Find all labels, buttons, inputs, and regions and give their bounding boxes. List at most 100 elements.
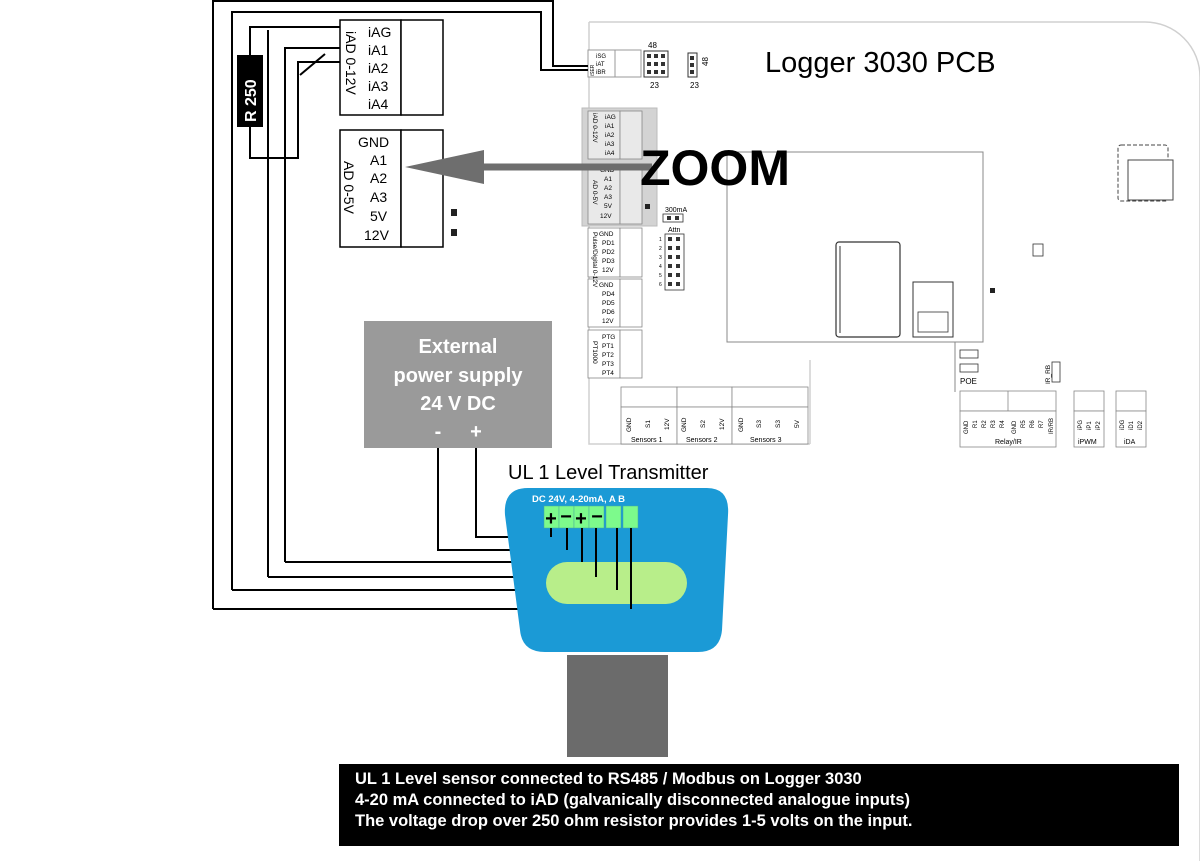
attn-num: 2 [659, 246, 662, 252]
sensor3-pin: GND [738, 417, 745, 432]
zoom-arrow-head [405, 150, 484, 184]
psu-line1: External [419, 336, 498, 358]
relay-group: Relay/IR [995, 439, 1022, 446]
relay-pin: R1 [973, 420, 979, 428]
ipwm-terminal [1073, 390, 1105, 412]
zoom-led-2 [451, 229, 457, 236]
terminal-wires [550, 528, 632, 609]
zoom-iad-1: iA1 [368, 42, 388, 58]
iad-small-terminal [619, 110, 643, 160]
iser-label-1: iAT [596, 62, 605, 68]
zoom-label: ZOOM [640, 140, 790, 196]
pulse-a-1: PD1 [602, 240, 615, 247]
zoom-ad-1: A1 [370, 152, 387, 168]
ad-small-4: 5V [604, 203, 613, 210]
current-label: 300mA [665, 207, 688, 214]
pulse-a-2: PD2 [602, 249, 615, 256]
ipwm-labels [1073, 410, 1105, 448]
iser-label-0: iSG [596, 54, 606, 60]
pcb-title: Logger 3030 PCB [765, 47, 996, 79]
sensor1-pin: S1 [645, 420, 652, 428]
zoom-ad-5: 12V [364, 227, 390, 243]
pulse-b-3: PD6 [602, 309, 615, 316]
relay-pin: R6 [1030, 420, 1036, 428]
psu-line2: power supply [394, 365, 524, 387]
relay-pin: GND [1012, 420, 1018, 434]
pulse-a-terminal [619, 227, 643, 278]
terminal-plus-1: + [545, 508, 557, 530]
sensor2-label: Sensors 2 [686, 437, 718, 444]
wire-rs485-b [212, 0, 588, 609]
caption-line-1: UL 1 Level sensor connected to RS485 / M… [355, 770, 862, 788]
sensors-block [620, 386, 809, 445]
ad-small-group: AD 0-5V [591, 180, 598, 205]
ida-pin: iD1 [1129, 420, 1135, 430]
sensor1-pin: 12V [664, 418, 671, 430]
relay-pin: R4 [1000, 420, 1006, 428]
attn-num: 6 [659, 282, 662, 288]
ida-group: iDA [1124, 439, 1136, 446]
ida-pin: iD2 [1138, 420, 1144, 430]
sensor1-label: Sensors 1 [631, 437, 663, 444]
sensor3-pin: S3 [756, 420, 763, 428]
chip [835, 241, 901, 338]
poe-jumper-2 [959, 363, 979, 373]
caption-line-3: The voltage drop over 250 ohm resistor p… [355, 812, 913, 830]
small-led [645, 204, 650, 209]
small-component [1032, 243, 1044, 257]
resistor [237, 55, 263, 127]
wire-iag [249, 26, 340, 55]
connector-small [912, 281, 954, 338]
sensor1-pin: GND [626, 417, 633, 432]
pt-4: PT4 [602, 370, 614, 377]
jumper-label-23b: 23 [690, 81, 699, 90]
iser-label-2: iBR [596, 70, 606, 76]
zoom-ad-2: A2 [370, 170, 387, 186]
attn-num: 4 [659, 264, 662, 270]
terminal-strip [543, 505, 639, 529]
psu-plus: + [470, 421, 482, 443]
poe-label: POE [960, 377, 977, 386]
relay-pin: R5 [1021, 420, 1027, 428]
pulse-a-3: PD3 [602, 258, 615, 265]
ad-small-5: 12V [600, 213, 612, 220]
ida-labels [1115, 410, 1147, 448]
module-led [990, 288, 995, 293]
poe-jumper-1 [959, 349, 979, 359]
jumper-label-48: 48 [648, 41, 657, 50]
pt-group: PT1000 [591, 341, 598, 364]
pt-labels [587, 329, 621, 379]
ad-small-terminal [619, 163, 643, 225]
pulse-b-terminal [619, 278, 643, 328]
iad-small-group: iAD 0-12V [591, 113, 598, 143]
sensor2-pin: GND [681, 417, 688, 432]
psu-minus: - [435, 421, 442, 443]
current-jumper [662, 213, 684, 223]
wire-rs485-a [231, 11, 588, 590]
iad-small-3: iA3 [605, 141, 615, 148]
attn-num: 3 [659, 255, 662, 261]
pulse-b-0: GND [599, 282, 614, 289]
wire-ia1 [284, 47, 340, 562]
attn-num: 5 [659, 273, 662, 279]
sd-card [1127, 159, 1174, 201]
pulse-a-4: 12V [602, 267, 614, 274]
zoom-iad-4: iA4 [368, 96, 388, 112]
ida-terminal [1115, 390, 1147, 412]
wire-cross [299, 53, 326, 76]
iser-group-label: iSER [590, 64, 596, 76]
pt-0: PTG [602, 334, 615, 341]
pulse-a-0: GND [599, 231, 614, 238]
pt-1: PT1 [602, 343, 614, 350]
relay-pin: R7 [1039, 420, 1045, 428]
ad-small-labels [587, 163, 621, 225]
jumper-pins [647, 54, 665, 74]
resistor-label: R 250 [243, 79, 260, 122]
relay-pin: R2 [982, 420, 988, 428]
ir-rb-label: IR_RB [1045, 365, 1052, 384]
sensor3-pin: S3 [775, 420, 782, 428]
pulse-b-1: PD4 [602, 291, 615, 298]
sensor3-label: Sensors 3 [750, 437, 782, 444]
relay-pin: GND [964, 420, 970, 434]
zoom-iad-group: iAD 0-12V [343, 31, 359, 95]
